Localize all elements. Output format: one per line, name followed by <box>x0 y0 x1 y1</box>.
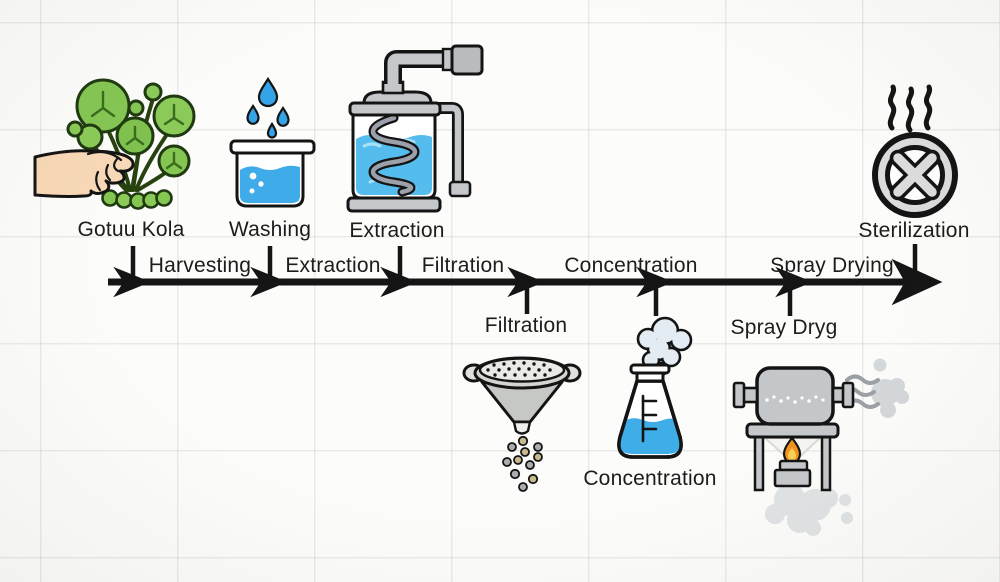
hand-harvesting-gotu-kola-icon <box>28 64 218 219</box>
washing-beaker-icon <box>225 76 320 213</box>
sterilization-icon <box>858 82 973 222</box>
timeline-stage-extraction: Extraction <box>285 254 381 277</box>
label-sterilization: Sterilization <box>858 219 970 242</box>
timeline-stage-harvesting: Harvesting <box>148 254 252 277</box>
filtration-funnel-icon <box>462 348 582 498</box>
concentration-flask-icon <box>603 313 703 463</box>
timeline-stage-spray-drying: Spray Drying <box>770 254 894 277</box>
label-spray-dryg-bottom: Spray Dryg <box>730 316 838 339</box>
label-concentration-bottom: Concentration <box>583 467 717 490</box>
label-filtration-bottom: Filtration <box>484 314 568 337</box>
extraction-machine-icon <box>340 42 490 217</box>
timeline-stage-filtration: Filtration <box>421 254 505 277</box>
label-extraction-top: Extraction <box>349 219 445 242</box>
spray-dryer-icon <box>725 350 920 555</box>
label-gotuu-kola: Gotuu Kola <box>77 218 185 241</box>
label-washing: Washing <box>228 218 312 241</box>
timeline-stage-concentration: Concentration <box>564 254 698 277</box>
